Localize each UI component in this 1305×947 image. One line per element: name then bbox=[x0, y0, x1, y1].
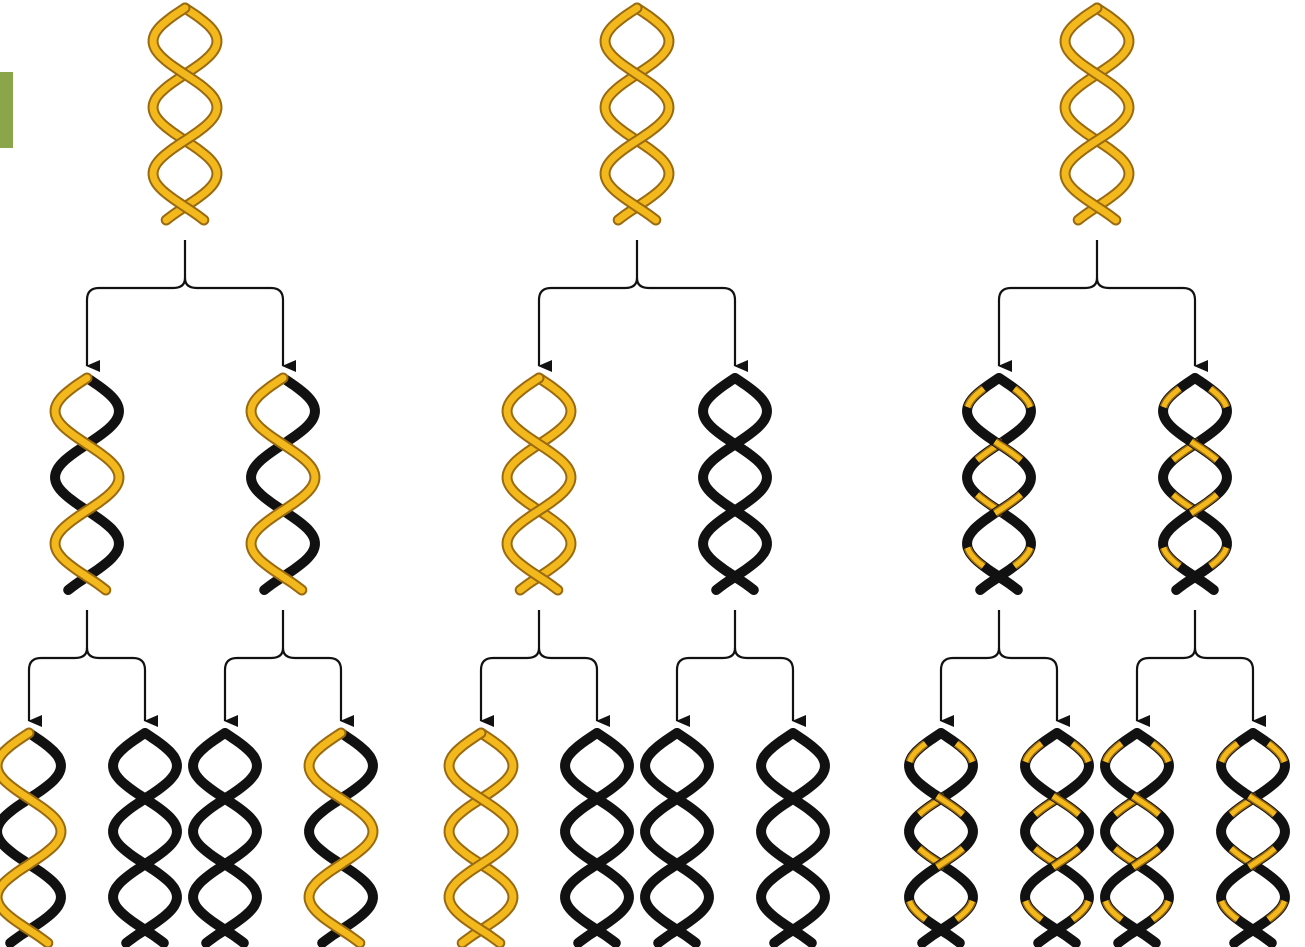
helix-panel1-gen3-1 bbox=[0, 733, 61, 943]
helix-panel2-gen3-3 bbox=[645, 733, 709, 943]
arrow-layer bbox=[29, 240, 1253, 721]
helix-panel3-gen2-1 bbox=[967, 378, 1031, 590]
helix-panel1-gen2-1 bbox=[55, 378, 119, 590]
helix-panel3-gen3-4 bbox=[1221, 733, 1285, 943]
helix-panel2-gen3-4 bbox=[761, 733, 825, 943]
helix-panel1-gen2-2 bbox=[251, 378, 315, 590]
arrow-fork-panel3-gen2-2 bbox=[1137, 610, 1253, 721]
arrow-fork-panel2-gen2-2 bbox=[677, 610, 793, 721]
helix-panel1-gen3-2 bbox=[113, 733, 177, 943]
helix-panel2-gen1-1 bbox=[605, 8, 669, 220]
helix-panel2-gen3-1 bbox=[449, 733, 513, 943]
helix-panel3-gen3-3 bbox=[1105, 733, 1169, 943]
helix-panel3-gen3-2 bbox=[1025, 733, 1089, 943]
helix-panel2-gen2-1 bbox=[507, 378, 571, 590]
arrow-fork-panel1-gen2-1 bbox=[29, 610, 145, 721]
helix-panel2-gen3-2 bbox=[565, 733, 629, 943]
arrow-fork-panel1-gen2-2 bbox=[225, 610, 341, 721]
helix-panel3-gen2-2 bbox=[1163, 378, 1227, 590]
arrow-fork-panel1-gen1 bbox=[87, 240, 283, 366]
helix-panel1-gen1-1 bbox=[153, 8, 217, 220]
arrow-fork-panel2-gen2-1 bbox=[481, 610, 597, 721]
helix-panel1-gen3-4 bbox=[309, 733, 373, 943]
arrow-fork-panel2-gen1 bbox=[539, 240, 735, 366]
helix-panel2-gen2-2 bbox=[703, 378, 767, 590]
helix-panel3-gen3-1 bbox=[909, 733, 973, 943]
arrow-fork-panel3-gen1 bbox=[999, 240, 1195, 366]
arrow-fork-panel3-gen2-1 bbox=[941, 610, 1057, 721]
helix-layer bbox=[0, 8, 1285, 943]
helix-panel3-gen1-1 bbox=[1065, 8, 1129, 220]
helix-panel1-gen3-3 bbox=[193, 733, 257, 943]
